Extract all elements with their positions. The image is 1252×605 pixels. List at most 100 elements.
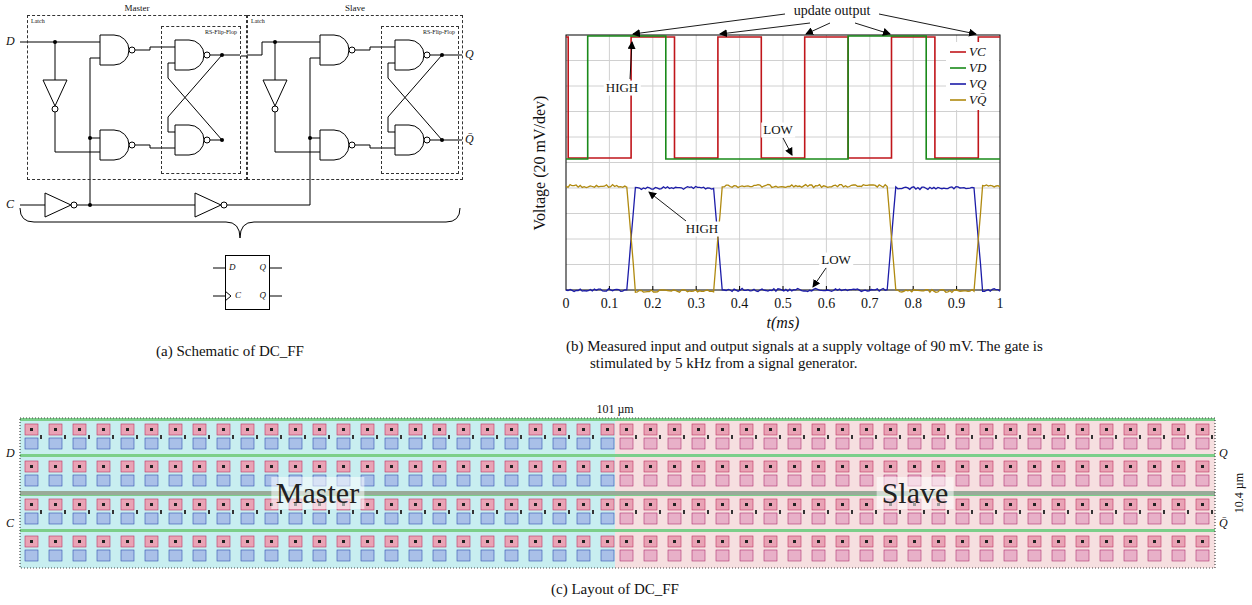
chip-layout-part — [20, 418, 1215, 568]
legend-text: VQ — [969, 77, 986, 92]
flip-flop-schematic-part — [45, 193, 77, 217]
flip-flop-schematic-part — [395, 125, 430, 155]
text-label: 101 µm — [596, 403, 633, 417]
oscilloscope-plot-part — [566, 185, 1000, 293]
oscilloscope-plot — [566, 14, 1000, 292]
node-text: D — [229, 263, 236, 272]
flip-flop-schematic — [20, 35, 462, 301]
text-label: (c) Layout of DC_FF — [551, 581, 679, 598]
text-label: LOW — [761, 123, 795, 138]
oscilloscope-plot-part-part — [720, 23, 810, 34]
text-label: Voltage (20 mV/dev) — [531, 96, 549, 231]
node-text: RS-Flip-Flop — [205, 29, 237, 35]
chip-layout — [20, 418, 1215, 568]
flip-flop-schematic-part — [20, 208, 460, 238]
text-label: (b) Measured input and output signals at… — [566, 338, 1066, 373]
flip-flop-schematic-part-part — [88, 136, 92, 140]
flip-flop-schematic-part — [20, 58, 320, 205]
flip-flop-schematic-part — [175, 125, 210, 155]
layout-region: Master — [20, 418, 615, 568]
oscilloscope-plot-part — [950, 99, 966, 101]
node-text: C — [235, 291, 241, 300]
legend-text: VC — [969, 45, 986, 60]
text-label: 10.4 µm — [1233, 473, 1247, 513]
oscilloscope-plot-part — [950, 83, 966, 85]
flip-flop-symbol: D Q C Q̄ — [225, 255, 270, 310]
chip-layout-part — [20, 491, 1215, 495]
text-label: Q̄ — [465, 133, 474, 147]
latch-box: SlaveLatchRS-Flip-Flop — [247, 15, 463, 180]
flip-flop-schematic-part — [43, 80, 67, 112]
legend-text: VQ̄ — [969, 93, 986, 108]
node-text: Slave — [877, 477, 954, 509]
text-label: D — [6, 447, 15, 461]
legend-text: VD — [969, 61, 986, 76]
oscilloscope-plot-part — [950, 67, 966, 69]
node-text: Q — [260, 263, 267, 272]
text-label: 0.9 — [948, 296, 966, 312]
text-label: C — [6, 517, 14, 531]
flip-flop-schematic-part — [175, 40, 210, 70]
oscilloscope-plot-part-part — [783, 138, 792, 155]
flip-flop-schematic-part — [442, 55, 462, 140]
oscilloscope-plot-part-part — [649, 192, 686, 221]
text-label: Q — [1219, 447, 1228, 461]
flip-flop-schematic-part — [213, 268, 282, 301]
text-label: 0.8 — [904, 296, 922, 312]
flip-flop-schematic-part-part — [273, 40, 277, 44]
text-label: (a) Schematic of DC_FF — [156, 343, 304, 360]
node-text: Q̄ — [260, 291, 267, 300]
flip-flop-schematic-part — [168, 55, 222, 140]
flip-flop-schematic-part — [320, 35, 355, 65]
text-label: Q — [465, 48, 474, 62]
text-label: 0.6 — [818, 296, 836, 312]
oscilloscope-plot-part-part — [813, 268, 826, 287]
oscilloscope-plot-part — [566, 35, 1000, 290]
text-label: HIGH — [684, 222, 721, 237]
layout-region: Slave — [615, 418, 1215, 568]
text-label: 0.2 — [644, 296, 662, 312]
node-text: Slave — [248, 4, 462, 13]
flip-flop-schematic-part-part — [88, 203, 92, 207]
text-label: 0.7 — [861, 296, 879, 312]
oscilloscope-plot-part — [946, 42, 999, 110]
flip-flop-schematic-part — [355, 47, 395, 148]
oscilloscope-plot-part-part — [633, 14, 785, 34]
flip-flop-schematic-part — [135, 47, 175, 148]
oscilloscope-plot-part — [950, 51, 966, 53]
flip-flop-schematic-part — [100, 35, 135, 65]
flip-flop-schematic-part — [395, 40, 430, 70]
text-label: 0.5 — [774, 296, 792, 312]
text-label: Q̄ — [1219, 517, 1228, 531]
text-label: t(ms) — [767, 314, 800, 332]
oscilloscope-plot-part-part — [630, 42, 632, 79]
flip-flop-schematic-part — [20, 42, 100, 152]
flip-flop-schematic-part-part — [220, 53, 224, 57]
text-label: 0.3 — [687, 296, 705, 312]
flip-flop-schematic-part — [222, 42, 320, 152]
oscilloscope-plot-part — [566, 37, 1000, 158]
rs-flip-flop-box: RS-Flip-Flop — [161, 26, 241, 174]
text-label: update output — [794, 3, 871, 19]
node-text: Master — [271, 477, 364, 509]
text-label: 1 — [997, 296, 1004, 312]
text-label: HIGH — [604, 81, 641, 96]
oscilloscope-plot-part-part — [879, 14, 976, 34]
oscilloscope-plot-part-part — [806, 23, 830, 34]
oscilloscope-plot-part — [630, 14, 976, 287]
text-label: D — [6, 35, 15, 49]
flip-flop-schematic-part — [263, 80, 287, 112]
oscilloscope-plot-part — [566, 36, 1000, 159]
flip-flop-schematic-part-part — [53, 40, 57, 44]
flip-flop-schematic-part-part — [220, 138, 224, 142]
node-text: RS-Flip-Flop — [423, 29, 455, 35]
node-text: Latch — [31, 18, 45, 24]
flip-flop-schematic-part-part — [440, 53, 444, 57]
flip-flop-schematic-part — [195, 193, 227, 217]
flip-flop-schematic-part — [320, 130, 355, 160]
text-label: 0 — [563, 296, 570, 312]
text-label: C — [6, 198, 14, 212]
flip-flop-schematic-part — [53, 40, 444, 207]
latch-box: MasterLatchRS-Flip-Flop — [27, 15, 247, 180]
